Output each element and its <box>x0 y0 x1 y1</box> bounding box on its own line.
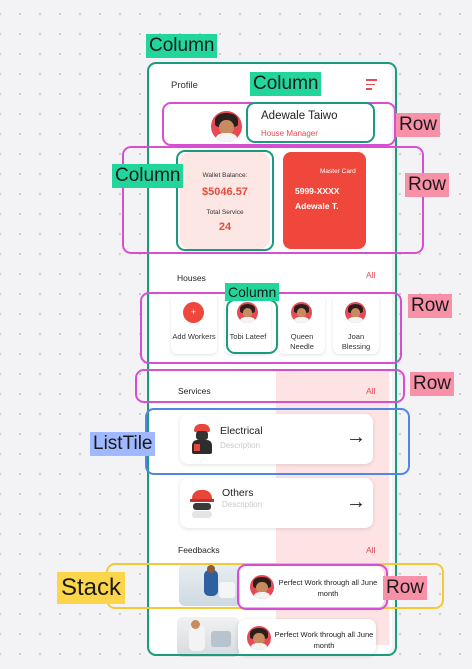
feedbacks-title: Feedbacks <box>178 545 220 555</box>
worker-avatar <box>345 302 366 323</box>
row-services-outline <box>135 369 405 403</box>
label-listtile: ListTile <box>90 432 156 456</box>
service-subtitle: Description <box>220 441 261 450</box>
house-item-add-workers[interactable]: + Add Workers <box>171 294 217 354</box>
house-item-joan-blessing[interactable]: Joan Blessing <box>333 294 379 354</box>
card-number: 5999-XXXX <box>295 186 340 196</box>
house-item-label: Queen Needle <box>290 332 314 351</box>
house-item-label: Add Workers <box>172 332 216 341</box>
arrow-right-icon[interactable]: → <box>346 426 366 448</box>
listtile-outline <box>145 408 410 475</box>
arrow-right-icon[interactable]: → <box>346 491 366 513</box>
label-column-outer: Column <box>146 34 218 58</box>
label-row-feedback: Row <box>383 576 428 600</box>
profile-avatar[interactable] <box>211 111 242 142</box>
label-row-services: Row <box>410 372 455 396</box>
page-title: Profile <box>171 80 198 91</box>
wallet-card[interactable] <box>180 152 270 249</box>
feedback-card[interactable]: Perfect Work through all June month <box>240 566 384 608</box>
master-card[interactable] <box>283 152 366 249</box>
electrician-icon <box>191 424 213 454</box>
feedbacks-all-link[interactable]: All <box>366 545 376 555</box>
hamburger-menu-icon[interactable] <box>366 79 378 90</box>
column-wallet-outline <box>176 150 274 251</box>
services-all-link[interactable]: All <box>366 386 376 396</box>
label-row-cards: Row <box>405 173 450 197</box>
feedback-photo <box>179 564 241 606</box>
wallet-balance-value: $5046.57 <box>202 186 248 198</box>
houses-all-link[interactable]: All <box>366 270 376 280</box>
service-subtitle: Description <box>222 500 263 509</box>
label-column-wallet: Column <box>112 164 184 188</box>
service-title: Electrical <box>220 425 263 437</box>
feedback-photo <box>177 617 239 657</box>
house-item-label: Tobi Lateef <box>229 332 267 341</box>
profile-role: House Manager <box>261 129 318 138</box>
service-tile-others[interactable]: Others Description → <box>180 478 373 528</box>
total-service-label: Total Service <box>206 209 244 216</box>
label-column-house: Column <box>225 283 280 301</box>
feedback-text: Perfect Work through all June month <box>278 578 378 598</box>
column-house-outline <box>226 299 278 354</box>
card-holder: Adewale T. <box>295 201 339 211</box>
service-tile-electrical[interactable]: Electrical Description → <box>180 414 373 464</box>
label-row-houses: Row <box>408 294 453 318</box>
worker-icon <box>190 488 214 518</box>
feedback-text: Perfect Work through all June month <box>274 630 374 650</box>
services-title: Services <box>178 386 211 396</box>
house-item-label: Joan Blessing <box>341 332 371 351</box>
label-column-header: Column <box>250 72 322 96</box>
house-item-queen-needle[interactable]: Queen Needle <box>279 294 325 354</box>
column-header-outline <box>246 102 375 143</box>
profile-name: Adewale Taiwo <box>261 110 338 122</box>
wallet-balance-label: Wallet Balance: <box>202 172 248 179</box>
label-stack: Stack <box>57 572 126 604</box>
houses-title: Houses <box>177 273 206 283</box>
worker-avatar <box>291 302 312 323</box>
feedback-avatar <box>247 626 271 650</box>
total-service-value: 24 <box>218 221 232 233</box>
row-feedback-outline <box>237 564 388 610</box>
feedback-avatar <box>250 575 274 599</box>
worker-avatar <box>237 302 258 323</box>
label-row-profile: Row <box>396 113 441 137</box>
row-cards-outline <box>122 146 424 254</box>
service-title: Others <box>222 487 254 499</box>
feedback-card[interactable]: Perfect Work through all June month <box>238 619 376 655</box>
plus-icon: + <box>183 302 204 323</box>
card-type: Master Card <box>320 168 356 175</box>
